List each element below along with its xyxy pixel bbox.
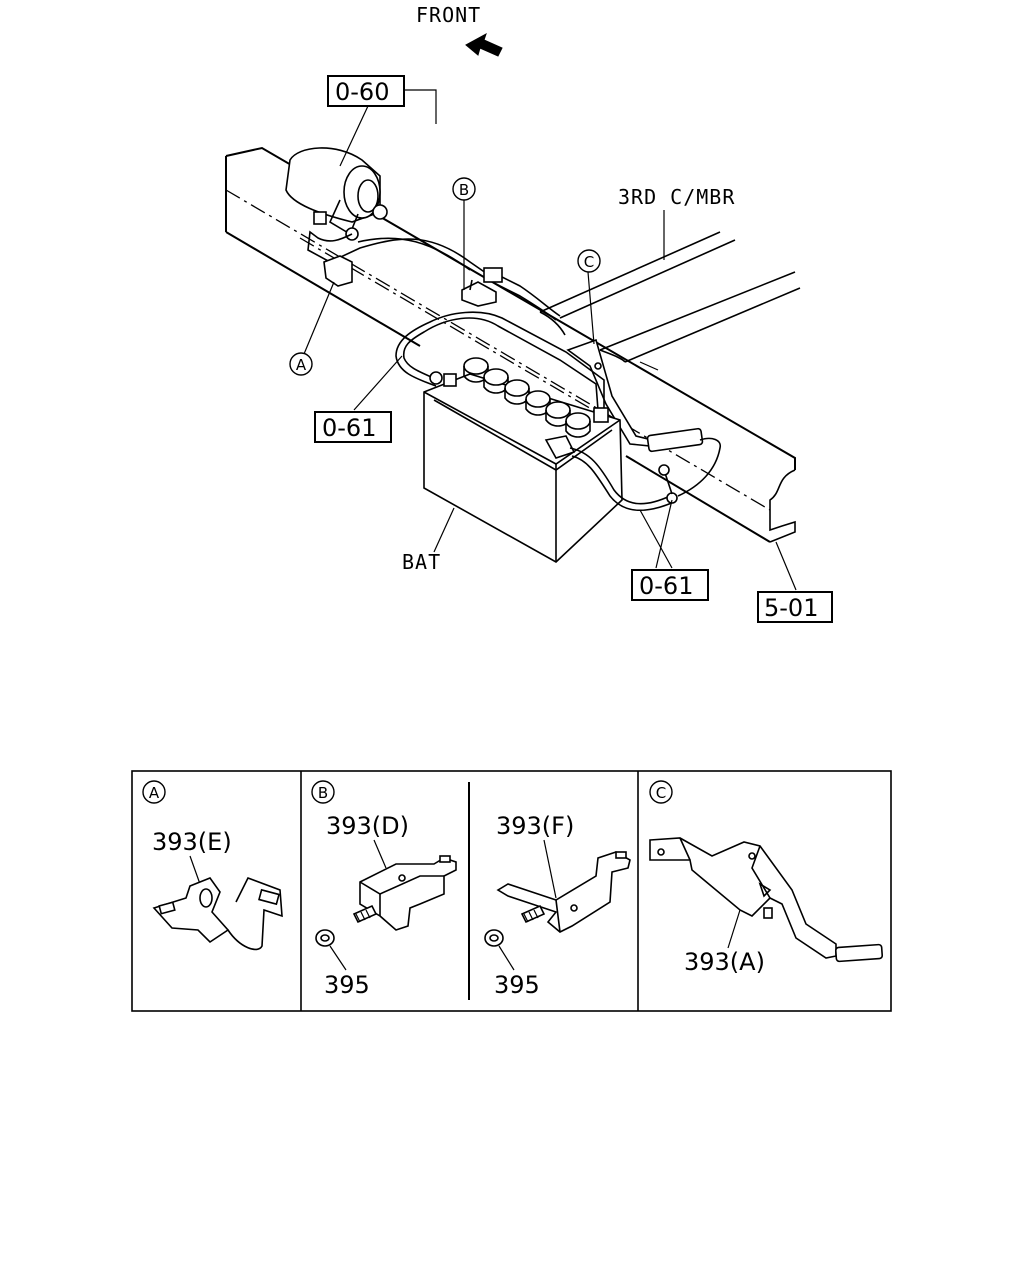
ref-box-0-61-left [314, 411, 392, 443]
ref-0-61-right: 0-61 [639, 572, 693, 600]
bracket-c-installed [566, 338, 704, 453]
detail-panel-b2: 393(F) 395 [484, 812, 631, 999]
starter-motor [285, 147, 388, 241]
battery-caps [463, 357, 591, 438]
front-arrow-icon [465, 32, 503, 57]
front-label: FRONT [416, 3, 481, 27]
clamp-b-installed [461, 267, 503, 307]
panel-b-marker: B [318, 784, 328, 802]
marker-b: B [459, 181, 469, 199]
panel-b2-part: 393(F) [496, 812, 574, 840]
marker-a: A [296, 356, 307, 374]
marker-a-circle [289, 352, 313, 376]
marker-c-circle [577, 249, 601, 273]
ref-5-01: 5-01 [764, 594, 818, 622]
detail-panels [131, 770, 892, 1012]
detail-panel-b1: B 393(D) 395 [311, 780, 457, 999]
battery-label: BAT [402, 550, 441, 574]
ref-box-0-60 [327, 75, 405, 107]
panel-c-part: 393(A) [684, 948, 765, 976]
detail-panel-a: A 393(E) [142, 780, 283, 951]
third-crossmember [539, 231, 801, 371]
battery-cables [395, 311, 722, 512]
battery [423, 357, 623, 563]
panel-c-marker: C [656, 784, 666, 802]
bracket-a-installed [323, 255, 353, 287]
panel-a-marker: A [149, 784, 160, 802]
marker-b-circle [452, 177, 476, 201]
ref-box-5-01 [757, 591, 833, 623]
third-crossmember-label: 3RD C/MBR [618, 185, 735, 209]
panel-b1-part: 393(D) [326, 812, 409, 840]
ref-0-61-left: 0-61 [322, 414, 376, 442]
ref-box-0-61-right [631, 569, 709, 601]
ref-0-60: 0-60 [335, 78, 389, 106]
leader-lines [303, 89, 797, 591]
panel-b2-fastener: 395 [494, 971, 540, 999]
panel-b1-fastener: 395 [324, 971, 370, 999]
main-cable [307, 230, 561, 321]
panel-a-part: 393(E) [152, 828, 232, 856]
detail-panel-c: C 393(A) [649, 780, 884, 976]
marker-c: C [584, 253, 594, 271]
